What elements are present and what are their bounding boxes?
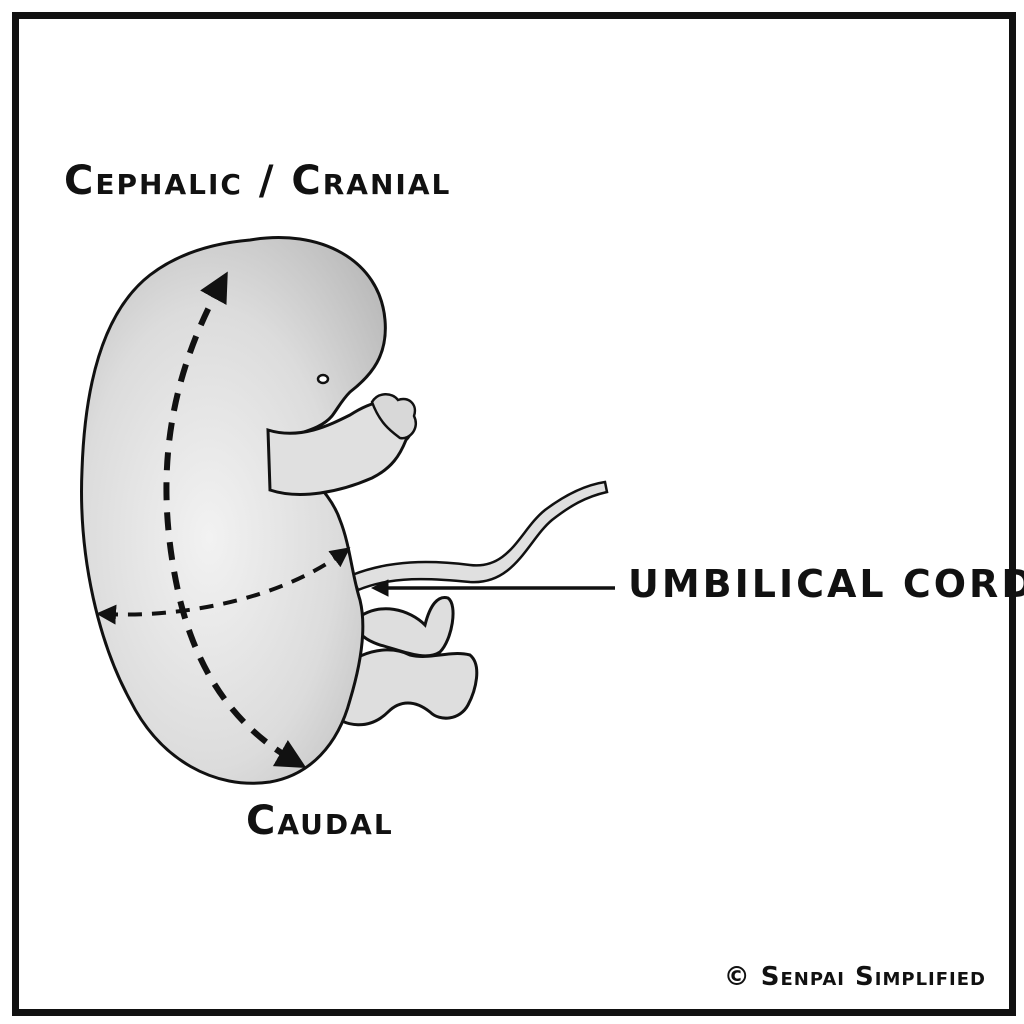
transverse-arrow xyxy=(96,547,351,625)
embryo-body xyxy=(80,236,387,785)
embryo-hand xyxy=(370,393,417,440)
umbilical-cord-label: UMBILICAL CORD xyxy=(628,562,1024,606)
umbilical-cord xyxy=(350,480,609,592)
copyright-credit: © Senpai Simplified xyxy=(723,962,986,992)
embryo-eye xyxy=(316,373,330,385)
caudal-label: Caudal xyxy=(246,798,394,844)
cephalic-label: Cephalic / Cranial xyxy=(64,158,452,204)
embryo-upper-leg xyxy=(353,595,455,658)
